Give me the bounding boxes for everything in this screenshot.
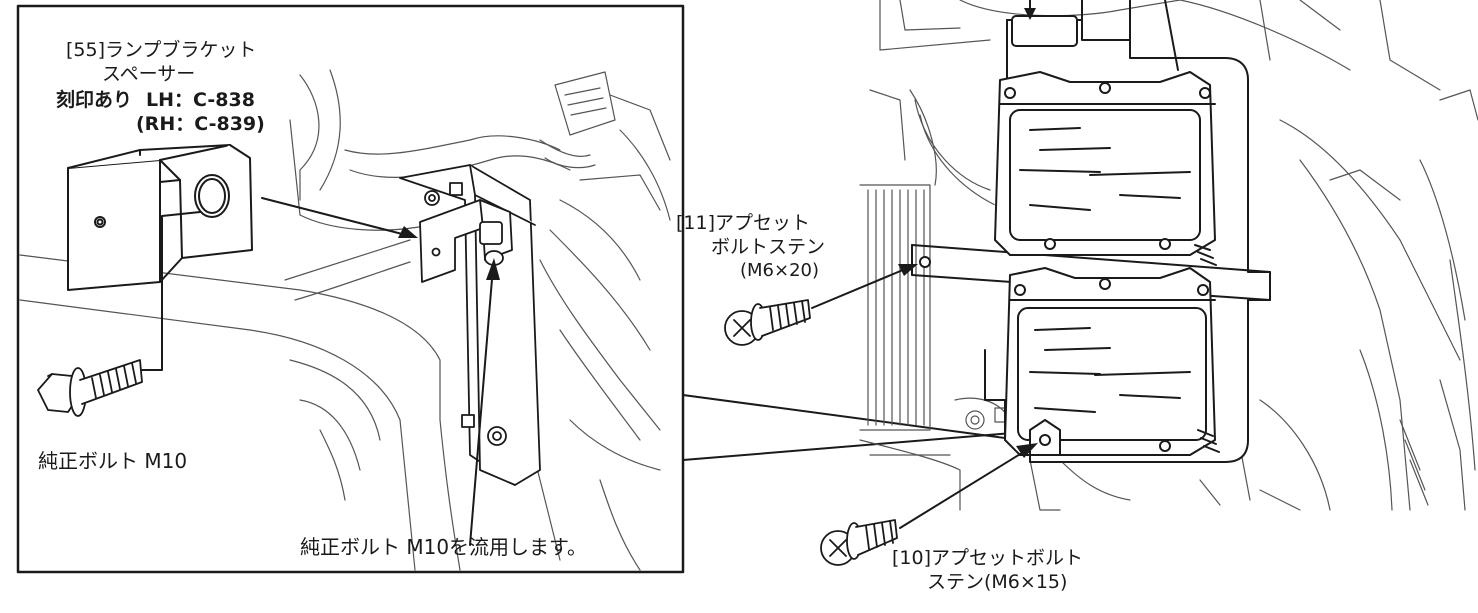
spacer-part [67,144,253,291]
bolt-10-label-line2: ステン(M6×15) [927,571,1068,593]
main-background-sketch [859,0,1478,511]
bolt-11-arrow [811,264,918,309]
bolt-10-label-line1: [10]アプセットボルト [892,547,1084,569]
spacer-subtitle-label: スペーサー [102,63,196,85]
stamp-rh-label: (RH：C-839) [136,113,265,135]
bolt-11-label-line2: ボルトステン [711,236,826,258]
bolt-reuse-label: 純正ボルト M10を流用します。 [300,535,588,559]
reuse-arrow [469,258,500,546]
bolt-11-label-line3: (M6×20) [740,260,820,281]
bolt-11-icon [724,299,811,346]
stamp-prefix-label: 刻印あり [56,89,133,111]
upper-lamp [994,71,1217,266]
lower-lamp [1004,267,1220,456]
bolt-11-label-line1: [11]アプセット [676,212,811,234]
connector-lines [682,394,1026,461]
bolt-10-icon [820,519,898,566]
bolt-10-arrow [899,443,1038,529]
stamp-lh-label: LH：C-838 [146,89,255,111]
spacer-title-label: [55]ランプブラケット [66,39,257,61]
inset-background-sketch [19,69,671,571]
inset-installed-spacer [419,199,513,283]
bolt-left-label: 純正ボルト M10 [38,449,188,473]
top-leaders [1024,0,1036,20]
detail-frame [16,4,685,574]
spacer-bolt-leader [139,211,201,371]
spacer-arrow [261,197,418,238]
bolt-m10-icon [37,359,143,417]
